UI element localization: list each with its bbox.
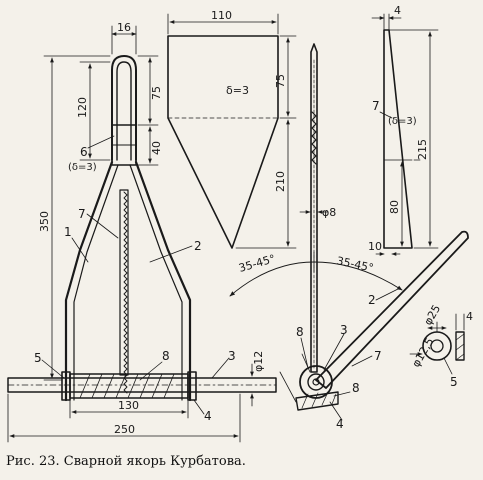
dim-350: 350 xyxy=(38,211,51,232)
part-4-ring: 4 xyxy=(336,417,344,431)
washer-4 xyxy=(187,371,197,401)
serrated-plate-7 xyxy=(119,189,129,376)
dim-phi25: φ25 xyxy=(421,303,443,328)
dim-75-left: 75 xyxy=(150,86,163,100)
part-7-side: 7 xyxy=(372,99,380,113)
frame-right-leg xyxy=(134,160,192,402)
part-3-shaft: 3 xyxy=(228,349,236,363)
shank-view xyxy=(229,43,469,421)
part-5-detail: 5 xyxy=(450,375,458,389)
plate-side-view xyxy=(371,13,439,256)
dim-215: 215 xyxy=(416,139,429,160)
dim-250: 250 xyxy=(114,423,135,436)
part-2-frame: 2 xyxy=(194,239,202,253)
dim-80: 80 xyxy=(388,200,401,214)
fluke-arm-2 xyxy=(315,230,469,389)
dim-phi8: φ8 xyxy=(322,206,336,219)
part-4-washer: 4 xyxy=(204,409,212,423)
dim-16: 16 xyxy=(117,21,131,34)
shank-rod xyxy=(310,43,318,373)
part-7-arm: 7 xyxy=(374,349,382,363)
dim-210: 210 xyxy=(274,171,287,192)
dim-75-right: 75 xyxy=(274,74,287,88)
washer-side xyxy=(455,331,465,361)
part-1: 1 xyxy=(64,225,72,239)
fluke-plate-view xyxy=(167,13,297,249)
part-8-ring-top: 8 xyxy=(296,325,304,339)
figure-caption: Рис. 23. Сварной якорь Курбатова. xyxy=(6,454,246,469)
part-7-plate: 7 xyxy=(78,207,86,221)
dim-10: 10 xyxy=(368,240,382,253)
part-2-arm: 2 xyxy=(368,293,376,307)
top-loop-inner xyxy=(116,61,132,161)
dim-120: 120 xyxy=(76,97,89,118)
dim-4-top: 4 xyxy=(394,4,401,17)
washer-detail xyxy=(409,313,465,375)
dim-phi12-5: φ12,5 xyxy=(409,336,436,370)
dim-40: 40 xyxy=(150,141,163,155)
washer-5 xyxy=(61,371,71,401)
bracket-8 xyxy=(295,391,339,411)
part-8-tube: 8 xyxy=(162,349,170,363)
part-8-bracket: 8 xyxy=(352,381,360,395)
part-7-thickness: (δ=3) xyxy=(388,116,417,127)
top-loop xyxy=(111,55,137,161)
dim-130: 130 xyxy=(118,399,139,412)
dim-110: 110 xyxy=(211,9,232,22)
frame-left-leg xyxy=(64,160,114,402)
part-6-thickness: (δ=3) xyxy=(68,162,97,173)
part-3-ring: 3 xyxy=(340,323,348,337)
fluke-plate xyxy=(167,35,279,249)
anchor-frame-view xyxy=(7,25,277,443)
dim-4-washer: 4 xyxy=(466,310,473,323)
angle-right: 35-45° xyxy=(335,254,374,275)
dim-phi12: φ12 xyxy=(252,351,265,372)
part-5-washer: 5 xyxy=(34,351,42,365)
part-6: 6 xyxy=(80,145,88,159)
thickness-plate: δ=3 xyxy=(226,84,249,97)
plate-side xyxy=(383,29,413,249)
angle-left: 35-45° xyxy=(237,252,277,275)
